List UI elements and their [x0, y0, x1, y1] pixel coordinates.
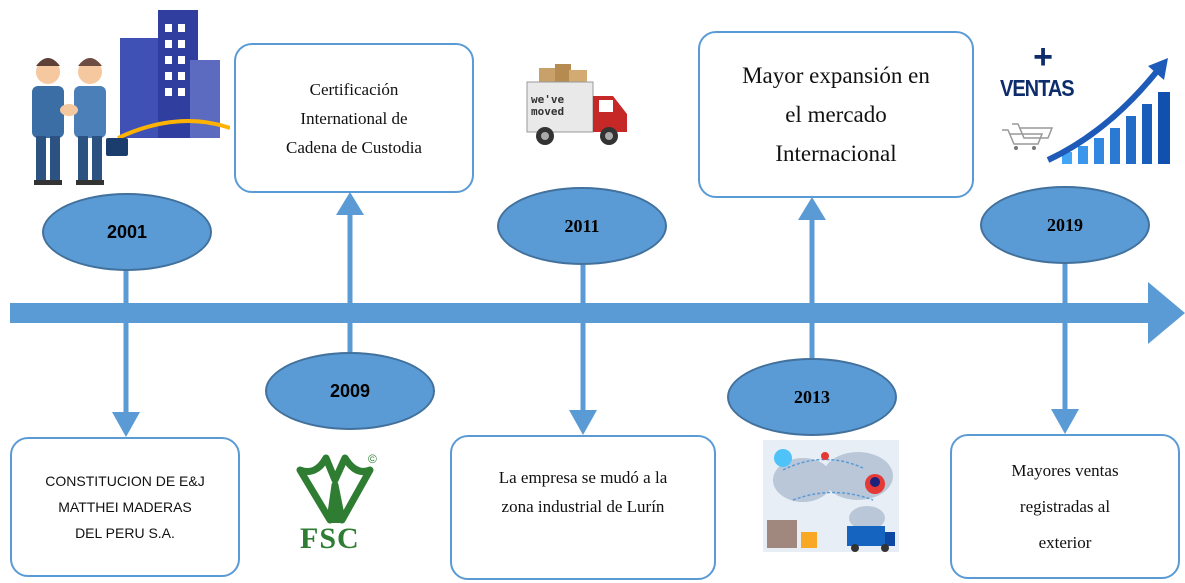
- arrowhead-2013: [798, 197, 826, 220]
- year-2013: 2013: [727, 358, 897, 436]
- truck-moved-label: we've moved: [531, 93, 565, 118]
- milestone-box-2011: La empresa se mudó a la zona industrial …: [450, 435, 716, 580]
- milestone-text-2011: La empresa se mudó a la zona industrial …: [498, 468, 668, 516]
- year-2009: 2009: [265, 352, 435, 430]
- business-handshake-icon: [32, 10, 230, 185]
- fsc-tree-icon: [296, 454, 374, 524]
- sales-label: VENTAS: [1000, 76, 1075, 102]
- arrowhead-2019: [1051, 409, 1079, 434]
- year-2011: 2011: [497, 187, 667, 265]
- timeline-axis: [10, 303, 1150, 323]
- milestone-text-2001: CONSTITUCION DE E&J MATTHEI MADERAS DEL …: [45, 473, 205, 541]
- timeline-arrowhead: [1148, 282, 1185, 344]
- milestone-box-2001: CONSTITUCION DE E&J MATTHEI MADERAS DEL …: [10, 437, 240, 577]
- milestone-text-2009: Certificación International de Cadena de…: [286, 79, 422, 157]
- arrowhead-2001: [112, 412, 140, 437]
- milestone-box-2019: Mayores ventas registradas al exterior: [950, 434, 1180, 579]
- moving-truck-icon: we've moved: [525, 62, 630, 154]
- fsc-copyright-mark: ©: [368, 452, 377, 466]
- arrowhead-2011: [569, 410, 597, 435]
- year-2019: 2019: [980, 186, 1150, 264]
- arrowhead-2009: [336, 192, 364, 215]
- year-2001: 2001: [42, 193, 212, 271]
- milestone-text-2019: Mayores ventas registradas al exterior: [1011, 460, 1119, 552]
- sales-plus-sign: +: [1033, 38, 1053, 76]
- milestone-box-2013: Mayor expansión en el mercado Internacio…: [698, 31, 974, 198]
- milestone-text-2013: Mayor expansión en el mercado Internacio…: [742, 63, 930, 166]
- fsc-logo-icon: © FSC: [290, 450, 380, 560]
- sales-growth-icon: + VENTAS: [998, 38, 1180, 172]
- milestone-box-2009: Certificación International de Cadena de…: [234, 43, 474, 193]
- world-logistics-icon: [763, 440, 899, 552]
- fsc-label: FSC: [300, 522, 360, 555]
